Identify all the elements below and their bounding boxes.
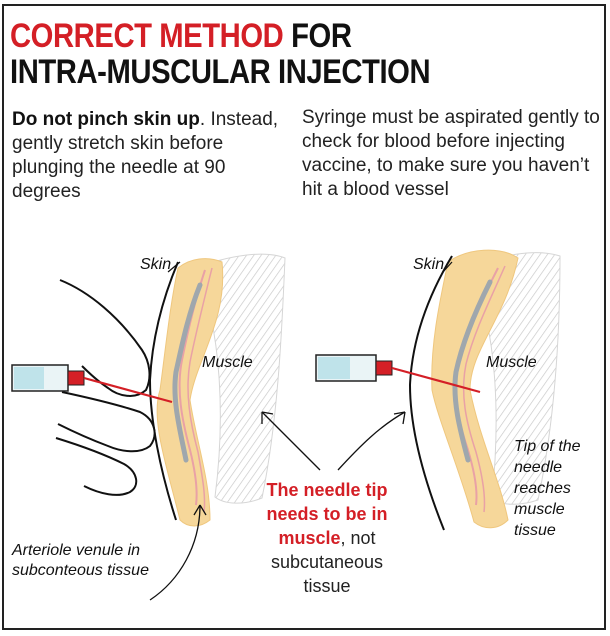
needle-left — [83, 376, 173, 404]
right-instruction: Syringe must be aspirated gently to chec… — [302, 107, 600, 200]
skin-label-left: Skin — [140, 256, 172, 273]
skin-pointer-right — [442, 261, 453, 273]
subcutaneous-tissue-left — [156, 258, 224, 527]
blood-vessel-right-2 — [462, 265, 506, 513]
syringe-fluid-right — [318, 357, 350, 379]
muscle-tissue-left — [195, 253, 286, 504]
skin-pointer-left — [167, 261, 181, 273]
arrow-to-right-muscle — [337, 411, 406, 471]
arrow-to-left-muscle — [261, 411, 321, 471]
arrowhead-left-muscle — [261, 411, 274, 424]
center-callout-rest: , not subcutaneous tissue — [270, 528, 384, 596]
needle-right — [391, 366, 481, 394]
tip-reaches-label: Tip of the needle reaches muscle tissue — [514, 438, 581, 539]
arrowhead-right-muscle — [393, 411, 406, 425]
title-black-part: FOR — [283, 17, 352, 55]
nerve-left — [172, 282, 203, 463]
arrowhead-arteriole — [193, 504, 207, 516]
skin-label-right: Skin — [413, 256, 445, 273]
syringe-fluid-left — [14, 367, 44, 389]
title-line-2: INTRA-MUSCULAR INJECTION — [10, 53, 431, 91]
center-callout: The needle tip needs to be in muscle, no… — [256, 478, 398, 598]
diagram-title: CORRECT METHOD FOR INTRA-MUSCULAR INJECT… — [10, 17, 431, 91]
syringe-hub-right — [375, 360, 393, 376]
skin-line-right — [408, 255, 453, 531]
title-red-part: CORRECT METHOD — [10, 17, 284, 55]
muscle-label-left: Muscle — [202, 354, 253, 371]
right-panel-illustration — [315, 249, 561, 531]
center-callout-emphasis: The needle tip needs to be in muscle — [266, 480, 388, 548]
diagram-frame — [2, 4, 606, 630]
left-instruction-bold: Do not pinch skin up — [12, 109, 200, 130]
arrow-arteriole — [149, 504, 201, 601]
subcutaneous-tissue-right — [431, 249, 519, 529]
left-panel-illustration — [11, 253, 286, 527]
left-instruction: Do not pinch skin up. Instead, gently st… — [12, 108, 282, 204]
nerve-right — [452, 279, 493, 463]
arteriole-label: Arteriole venule in subconteous tissue — [12, 542, 149, 579]
left-instruction-text: . Instead, gently stretch skin before pl… — [12, 109, 279, 202]
hand-left — [55, 279, 156, 496]
muscle-label-right: Muscle — [486, 354, 537, 371]
blood-vessel-left-2 — [187, 267, 213, 513]
syringe-hub-left — [67, 370, 85, 386]
